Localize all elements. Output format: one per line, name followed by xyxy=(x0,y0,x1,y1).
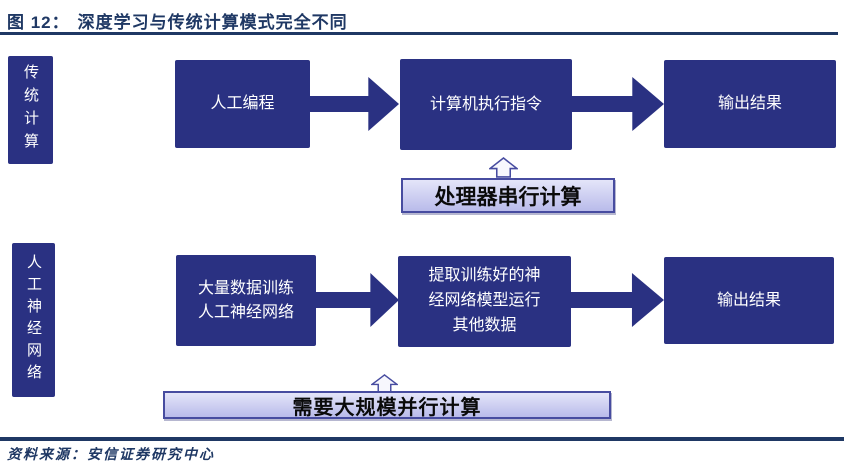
callout-serial-processing: 处理器串行计算 xyxy=(401,178,615,213)
side-label-traditional-computing: 传统计算 xyxy=(8,56,53,164)
title-underline xyxy=(0,32,838,35)
flow-box-output-result-traditional: 输出结果 xyxy=(664,60,836,148)
callout-parallel-computing: 需要大规模并行计算 xyxy=(163,391,611,419)
figure-title-text: 深度学习与传统计算模式完全不同 xyxy=(77,13,348,32)
right-block-arrow-icon xyxy=(570,273,664,327)
source-note: 资料来源：安信证券研究中心 xyxy=(7,448,215,463)
right-block-arrow-icon xyxy=(571,77,664,131)
right-block-arrow-icon xyxy=(309,77,399,131)
up-block-arrow-icon xyxy=(489,157,518,178)
flow-box-run-trained-model: 提取训练好的神 经网络模型运行 其他数据 xyxy=(398,256,571,347)
flow-box-output-result-neural: 输出结果 xyxy=(664,257,834,344)
flow-box-train-with-big-data: 大量数据训练 人工神经网络 xyxy=(176,255,316,346)
flow-box-computer-executes-instructions: 计算机执行指令 xyxy=(400,59,572,150)
side-label-artificial-neural-network: 人工神经网络 xyxy=(12,243,55,397)
figure-title: 图 12： 深度学习与传统计算模式完全不同 xyxy=(7,8,837,33)
right-block-arrow-icon xyxy=(315,273,399,327)
flow-box-manual-programming: 人工编程 xyxy=(175,60,310,148)
footer-rule xyxy=(0,437,844,441)
figure-number: 图 12： xyxy=(7,13,70,32)
